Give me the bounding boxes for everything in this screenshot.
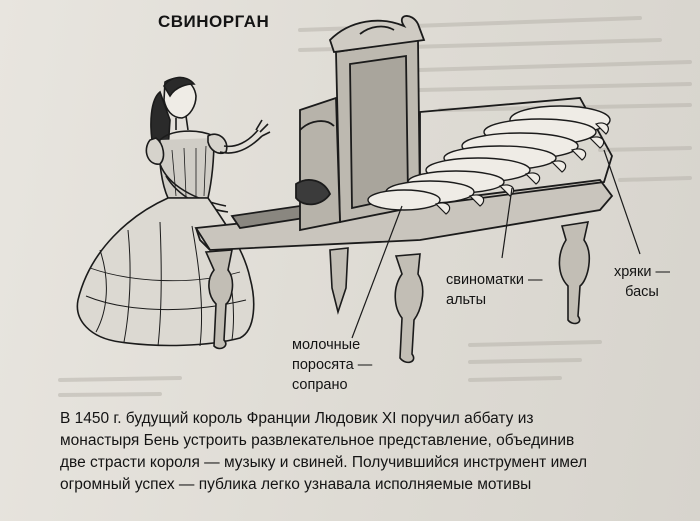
label-leaders (351, 149, 641, 339)
leader-piglets (351, 205, 403, 339)
caption-line-1: В 1450 г. будущий король Франции Людовик… (60, 410, 534, 427)
label-sows-line-1: свиноматки — (446, 272, 543, 288)
leader-sows (501, 187, 513, 259)
page-title: СВИНОРГАН (158, 12, 270, 31)
label-piglets-line-2: поросята — (292, 357, 373, 373)
caption-paragraph: В 1450 г. будущий король Франции Людовик… (60, 408, 680, 496)
organ-legs (204, 221, 591, 364)
caption-line-2: монастыря Бень устроить развлекательное … (60, 432, 575, 449)
label-boars-line-1: хряки — (614, 264, 670, 280)
woman-figure (76, 76, 271, 347)
label-sows-alto: свиноматки — альты (446, 270, 542, 310)
label-sows-line-2: альты (446, 292, 487, 308)
caption-line-4: огромный успех — публика легко узнавала … (60, 476, 532, 493)
label-boars-line-2: басы (625, 284, 659, 300)
label-piglets-line-3: сопрано (292, 377, 348, 393)
pigs-row (367, 105, 611, 215)
leader-boars (603, 149, 641, 255)
label-boars-bass: хряки — басы (614, 262, 670, 302)
label-piglets-line-1: молочные (292, 337, 361, 353)
caption-line-3: две страсти короля — музыку и свиней. По… (60, 454, 588, 471)
label-piglets-soprano: молочные поросята — сопрано (292, 335, 372, 395)
